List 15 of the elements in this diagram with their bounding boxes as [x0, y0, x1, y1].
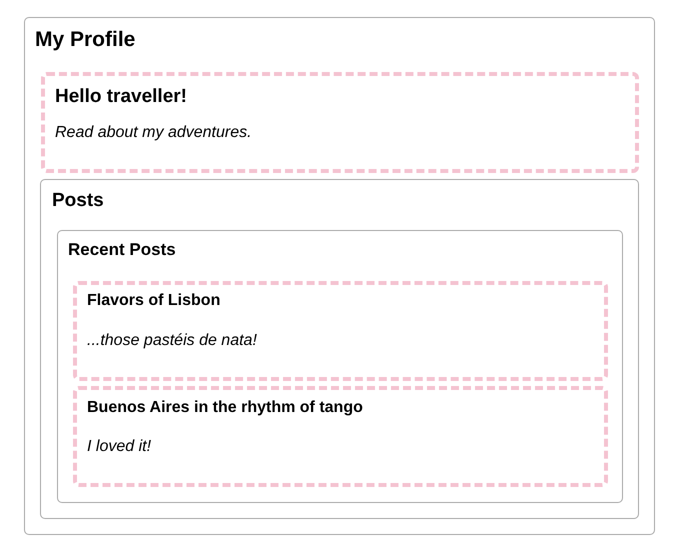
dashed-card	[73, 281, 608, 381]
profile-panel	[24, 17, 655, 535]
card-text: Read about my adventures.	[55, 124, 252, 142]
card-heading: Buenos Aires in the rhythm of tango	[87, 399, 363, 418]
panel-title: Posts	[52, 190, 104, 212]
dashed-card	[73, 386, 608, 487]
card-heading: Hello traveller!	[55, 86, 187, 108]
dashed-card	[41, 72, 639, 173]
card-heading: Flavors of Lisbon	[87, 292, 220, 310]
posts-panel	[40, 179, 639, 519]
panel-title: My Profile	[35, 28, 136, 52]
panel-title: Recent Posts	[68, 240, 176, 260]
card-text: I loved it!	[87, 438, 152, 456]
recent-posts-panel	[57, 230, 623, 503]
card-text: ...those pastéis de nata!	[87, 332, 257, 350]
